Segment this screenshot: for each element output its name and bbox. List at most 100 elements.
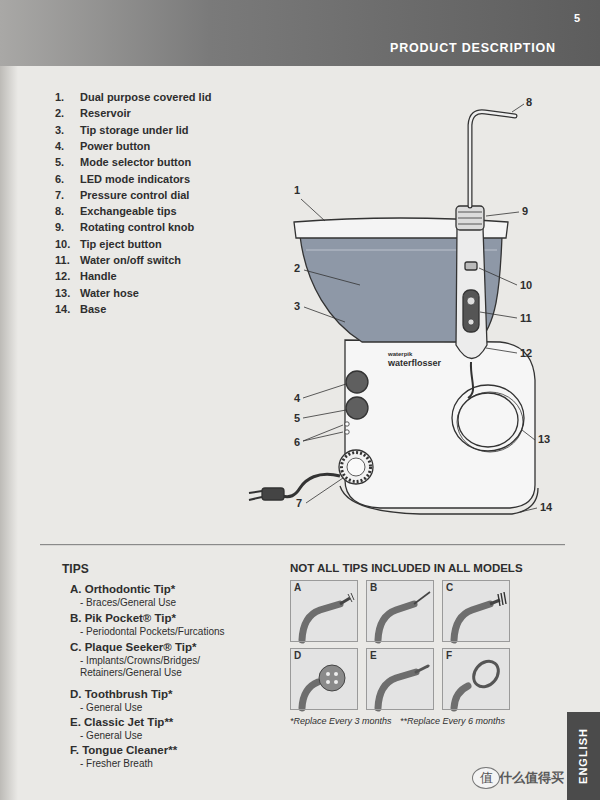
dial-center	[347, 458, 365, 476]
tab-label: ENGLISH	[577, 728, 590, 784]
leader-line	[480, 312, 517, 318]
tip-use: - General Use	[80, 702, 280, 714]
part-name: LED mode indicators	[80, 173, 190, 186]
power-button	[346, 371, 368, 393]
watermark-badge: 值	[472, 767, 500, 789]
list-number: 3.	[55, 124, 64, 137]
language-tab: ENGLISH	[567, 712, 600, 800]
tip-a	[290, 580, 358, 642]
list-number: 10.	[55, 238, 70, 251]
list-number: 9.	[55, 221, 64, 234]
page-shadow	[0, 0, 18, 800]
tip-d	[290, 648, 358, 710]
part-name: Tip eject button	[80, 238, 162, 251]
plug	[262, 488, 284, 500]
tip-name: F. Tongue Cleaner**	[70, 744, 280, 758]
callout-number: 7	[296, 497, 302, 510]
tip-box: C	[442, 580, 510, 642]
note: NOT ALL TIPS INCLUDED IN ALL MODELS	[290, 562, 523, 576]
tip-b	[366, 580, 434, 642]
water-hose	[468, 362, 473, 398]
part-name: Exchangeable tips	[80, 205, 177, 218]
callout-number: 10	[520, 279, 532, 292]
callout-number: 12	[520, 347, 532, 360]
tip-box: F	[442, 648, 510, 710]
tip-use: - Braces/General Use	[80, 597, 280, 609]
callout-number: 6	[294, 436, 300, 449]
hose-coil	[458, 393, 518, 447]
section-heading: TIPS	[62, 562, 89, 576]
brand-logo: waterflosser	[388, 358, 441, 369]
page-title: PRODUCT DESCRIPTION	[390, 41, 556, 56]
tip-ground	[290, 648, 358, 710]
tip-name: A. Orthodontic Tip*	[70, 583, 280, 597]
part-name: Power button	[80, 140, 150, 153]
part-name: Tip storage under lid	[80, 124, 189, 137]
leader-line	[304, 307, 345, 322]
tip-needle	[414, 592, 430, 604]
callout-number: 9	[522, 205, 528, 218]
tip-jet	[416, 666, 428, 672]
tip-use: - Periodontal Pockets/Furcations	[80, 626, 280, 638]
tip-ground	[366, 648, 434, 710]
leader-line	[522, 430, 535, 440]
callout-number: 3	[294, 300, 300, 313]
list-number: 13.	[55, 287, 70, 300]
tip-c	[442, 580, 510, 642]
watermark: 什么值得买	[499, 770, 564, 786]
leader-line	[512, 104, 524, 112]
list-number: 12.	[55, 270, 70, 283]
base-body	[345, 340, 535, 508]
callout-number: 8	[526, 96, 532, 109]
part-name: Dual purpose covered lid	[80, 91, 211, 104]
leader-line	[520, 508, 537, 512]
water-switch	[463, 290, 479, 332]
list-number: 7.	[55, 189, 64, 202]
tip-shaft	[302, 604, 340, 640]
tip-head	[340, 598, 350, 604]
led	[345, 430, 349, 434]
tip-letter: A	[294, 582, 301, 594]
bristle	[334, 672, 338, 676]
section-rule	[40, 544, 565, 545]
tip-shaft	[454, 604, 490, 640]
tip-shaft	[378, 604, 414, 640]
leader-line	[479, 268, 517, 285]
callout-number: 14	[540, 501, 552, 514]
part-name: Rotating control knob	[80, 221, 194, 234]
hose-coil	[457, 392, 523, 452]
list-number: 1.	[55, 91, 64, 104]
tip-highlight	[470, 112, 515, 206]
tip-tuft	[348, 593, 354, 602]
bristle	[326, 672, 330, 676]
tip-ground	[366, 580, 434, 642]
tip-box: A	[290, 580, 358, 642]
callout-number: 5	[294, 412, 300, 425]
tip-box: E	[366, 648, 434, 710]
bristle	[326, 680, 330, 684]
knob-grip	[458, 212, 482, 224]
part-name: Mode selector button	[80, 156, 191, 169]
callout-number: 11	[520, 312, 532, 325]
control-knob	[456, 206, 484, 230]
tip-use: - Fresher Breath	[80, 758, 280, 770]
list-number: 6.	[55, 173, 64, 186]
tip-shaft	[378, 672, 416, 708]
pressure-dial	[339, 450, 373, 484]
tip-name: B. Pik Pocket® Tip*	[70, 612, 280, 626]
brush-head	[319, 665, 345, 691]
part-name: Reservoir	[80, 107, 131, 120]
list-number: 5.	[55, 156, 64, 169]
water-flosser	[249, 112, 538, 514]
list-number: 14.	[55, 303, 70, 316]
list-number: 8.	[55, 205, 64, 218]
leader-line	[304, 270, 360, 285]
part-name: Handle	[80, 270, 117, 283]
callout-number: 1	[294, 184, 300, 197]
callout-number: 4	[294, 392, 300, 405]
part-name: Base	[80, 303, 106, 316]
tip-ground	[442, 648, 510, 710]
tip-name: E. Classic Jet Tip**	[70, 716, 280, 730]
tip-box: D	[290, 648, 358, 710]
list-number: 11.	[55, 254, 70, 267]
